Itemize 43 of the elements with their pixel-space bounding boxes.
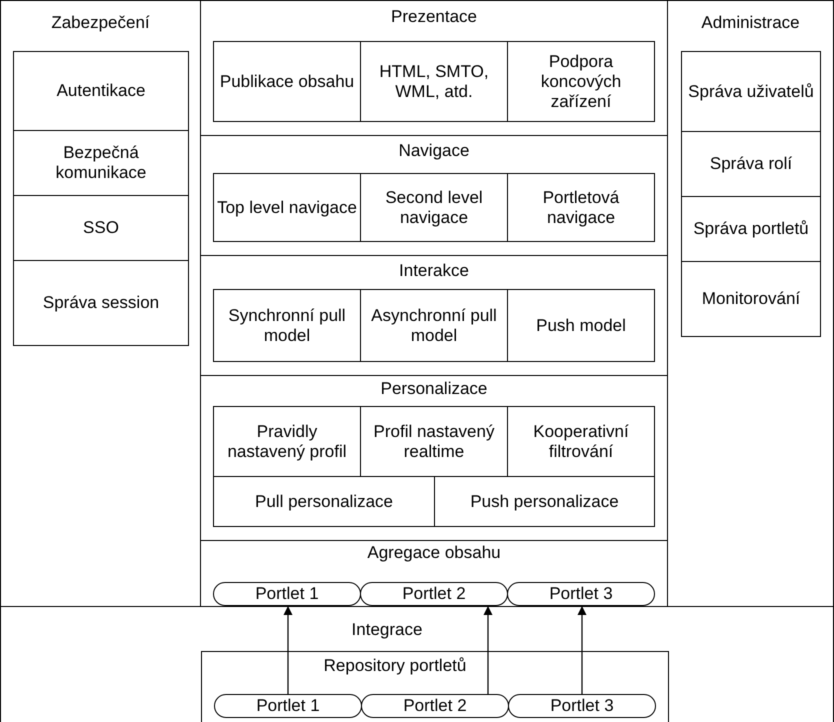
module-box: Kooperativní filtrování (507, 406, 655, 477)
layer-panel (0, 0, 201, 607)
portlet-pill: Portlet 2 (361, 694, 509, 718)
module-box: Publikace obsahu (213, 41, 361, 122)
layer-title: Navigace (398, 141, 470, 161)
portlet-pill: Portlet 3 (507, 582, 655, 606)
layer-title: Agregace obsahu (366, 543, 502, 563)
module-box: Pravidly nastavený profil (213, 406, 361, 477)
module-box: Správa portletů (681, 196, 821, 262)
layer-panel (0, 606, 834, 722)
module-box: Správa rolí (681, 131, 821, 197)
layer-title: Prezentace (390, 7, 478, 27)
arrow (484, 606, 492, 694)
module-box: Synchronní pull model (213, 289, 361, 362)
layer-title: Interakce (398, 261, 470, 281)
module-box: Asynchronní pull model (360, 289, 508, 362)
layer-panel (667, 0, 834, 607)
portlet-pill: Portlet 1 (213, 582, 361, 606)
layer-title: Repository portletů (322, 656, 468, 676)
module-box: Push personalizace (434, 476, 655, 527)
portlet-pill: Portlet 1 (214, 694, 362, 718)
module-box: Správa session (13, 260, 189, 346)
portlet-pill: Portlet 3 (508, 694, 656, 718)
module-box: Top level navigace (213, 173, 361, 242)
layer-title: Personalizace (380, 379, 488, 399)
layer-title: Administrace (700, 13, 801, 33)
module-box: Push model (507, 289, 655, 362)
module-box: Správa uživatelů (681, 51, 821, 132)
module-box: Pull personalizace (213, 476, 435, 527)
module-box: Autentikace (13, 51, 189, 131)
layer-title: Zabezpečení (50, 13, 151, 33)
module-box: Second level navigace (360, 173, 508, 242)
arrow (578, 606, 586, 694)
module-box: Portletová navigace (507, 173, 655, 242)
portlet-pill: Portlet 2 (360, 582, 508, 606)
module-box: SSO (13, 195, 189, 261)
arrow (284, 606, 292, 694)
module-box: HTML, SMTO, WML, atd. (360, 41, 508, 122)
module-box: Podpora koncových zařízení (507, 41, 655, 122)
module-box: Bezpečná komunikace (13, 130, 189, 196)
module-box: Monitorování (681, 261, 821, 337)
layer-title: Integrace (350, 620, 424, 640)
layer-panel (201, 651, 669, 722)
